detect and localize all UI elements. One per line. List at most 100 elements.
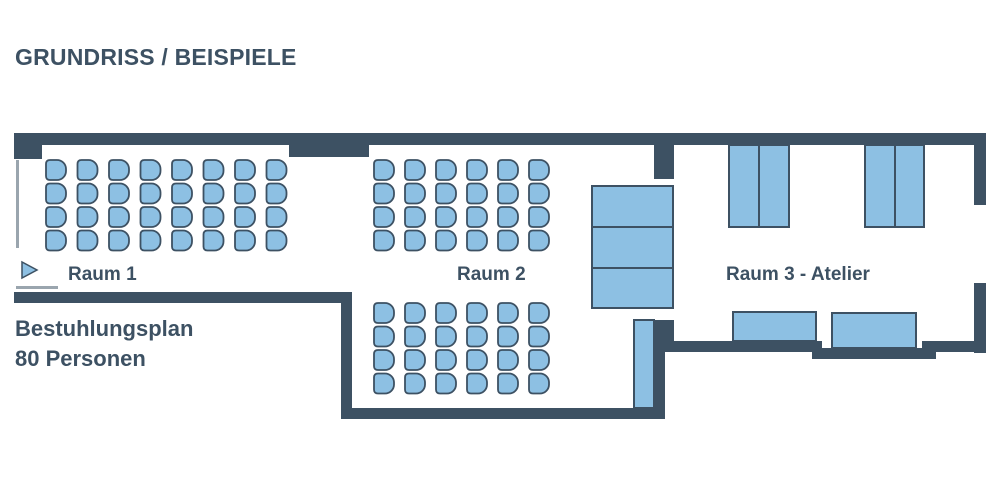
table [728, 144, 760, 228]
seat [373, 325, 395, 348]
table [894, 144, 925, 228]
seating-info: Bestuhlungsplan 80 Personen [15, 314, 193, 374]
seat [497, 229, 519, 252]
wall-top-left-block [14, 133, 42, 159]
capacity-label: 80 Personen [15, 346, 146, 371]
seat [171, 159, 193, 181]
seat [373, 349, 395, 371]
seat [373, 302, 395, 324]
wall-pillar-top [654, 133, 674, 179]
seats [45, 159, 550, 395]
wall-raum2-right [654, 320, 665, 418]
counter [633, 319, 655, 409]
seat [108, 182, 130, 205]
seat [373, 159, 395, 181]
wall-raum3-bottom-right [922, 341, 986, 352]
seat [528, 182, 550, 205]
seat [404, 302, 426, 324]
seat [202, 159, 225, 181]
seat [171, 206, 193, 228]
seat [435, 229, 457, 252]
seat [435, 159, 457, 181]
seat [497, 349, 519, 371]
seat [45, 206, 67, 228]
table [864, 144, 896, 228]
seat [171, 229, 193, 252]
seat [171, 182, 193, 205]
seat [404, 159, 426, 181]
seat [373, 182, 395, 205]
seat [466, 229, 488, 252]
seat [404, 182, 426, 205]
wall-raum3-bottom-left [654, 341, 822, 352]
seat [528, 206, 550, 228]
seat [497, 372, 519, 395]
seat [108, 206, 130, 228]
seat [265, 182, 288, 205]
seat [466, 349, 488, 371]
seat [139, 229, 162, 252]
seat [528, 349, 550, 371]
seat [234, 159, 256, 181]
seat [497, 182, 519, 205]
room-label-raum1: Raum 1 [68, 264, 137, 285]
seat [265, 159, 288, 181]
seat [108, 159, 130, 181]
seat [202, 182, 225, 205]
seat [497, 302, 519, 324]
seat [497, 325, 519, 348]
room-label-raum2: Raum 2 [457, 264, 526, 285]
seat [373, 206, 395, 228]
seat [466, 372, 488, 395]
seat [265, 229, 288, 252]
table [758, 144, 790, 228]
seat [76, 229, 99, 252]
seat [435, 349, 457, 371]
seat [466, 159, 488, 181]
seat [265, 206, 288, 228]
walls [14, 133, 986, 419]
seat [497, 206, 519, 228]
seat [466, 302, 488, 324]
seat [139, 206, 162, 228]
seat [202, 206, 225, 228]
table [831, 312, 917, 349]
seat [404, 206, 426, 228]
seat [76, 159, 99, 181]
seat [528, 325, 550, 348]
seat [108, 229, 130, 252]
seat [76, 182, 99, 205]
room-label-raum3: Raum 3 - Atelier [726, 264, 871, 285]
wall-raum2-bottom [341, 408, 665, 419]
seat [435, 325, 457, 348]
seat [528, 302, 550, 324]
seat [373, 229, 395, 252]
seat [234, 206, 256, 228]
page-title: GRUNDRISS / BEISPIELE [15, 44, 297, 70]
seat [404, 372, 426, 395]
seat [497, 159, 519, 181]
wall-top-raum1-thick [289, 133, 369, 157]
entrance-arrow-icon [21, 260, 39, 280]
seat [528, 372, 550, 395]
seat [373, 372, 395, 395]
table [591, 226, 674, 269]
table [591, 185, 674, 228]
seat [139, 182, 162, 205]
wall-right-lower [974, 283, 986, 353]
wall-raum1-bottom [14, 292, 352, 303]
table [732, 311, 817, 342]
seat [528, 159, 550, 181]
seat [404, 229, 426, 252]
seat [76, 206, 99, 228]
seat [202, 229, 225, 252]
raum2-tables [591, 185, 674, 409]
wall-raum2-left [341, 292, 352, 419]
seat [528, 229, 550, 252]
seat [466, 206, 488, 228]
door-left [16, 160, 19, 248]
seat [234, 182, 256, 205]
seat [435, 302, 457, 324]
door-bottom [16, 286, 58, 289]
